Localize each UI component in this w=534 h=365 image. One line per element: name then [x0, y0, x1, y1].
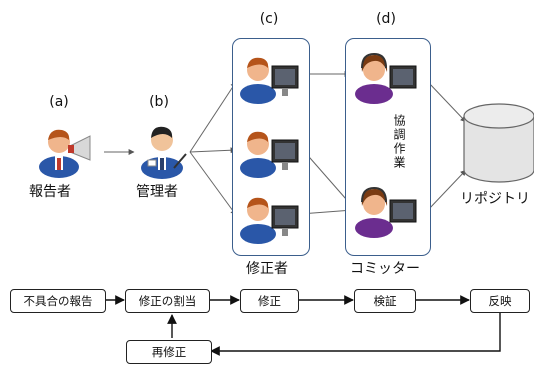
committer-label: コミッター: [350, 261, 420, 277]
process-verify-box: 検証: [354, 289, 416, 313]
fixer-icon-2: [240, 131, 299, 178]
arrow-fixer2-committer2: [302, 149, 354, 208]
process-reflect-box: 反映: [470, 289, 530, 313]
committer-icon-2: [355, 186, 417, 238]
label-a: (a): [49, 94, 69, 110]
repository-cylinder: [463, 103, 534, 183]
process-report-box: 不具合の報告: [10, 289, 106, 313]
fixer-icon-1: [240, 57, 299, 104]
label-d: (d): [376, 11, 396, 27]
arrow-manager-fixer1: [189, 81, 237, 153]
reporter-label: 報告者: [29, 184, 71, 200]
arrow-committer1-repo: [427, 81, 467, 123]
manager-label: 管理者: [136, 184, 178, 200]
label-c: (c): [259, 11, 279, 27]
fixer-label: 修正者: [246, 261, 288, 277]
reporter-icon: [39, 129, 91, 178]
label-b: (b): [149, 94, 169, 110]
fixer-icon-3: [240, 197, 299, 244]
arrow-manager-fixer2: [189, 147, 237, 154]
arrow-manager-fixer3: [189, 151, 237, 216]
arrow-committer2-repo: [427, 169, 467, 211]
repository-label: リポジトリ: [460, 191, 530, 207]
process-assign-box: 修正の割当: [125, 289, 210, 313]
process-refix-box: 再修正: [126, 340, 212, 364]
flow-return-line: [210, 312, 501, 356]
manager-icon: [141, 126, 187, 179]
committer-icon-1: [355, 52, 417, 104]
coordination-label: 協調作業: [392, 114, 406, 170]
committer-group-box: [345, 38, 431, 256]
process-fix-box: 修正: [240, 289, 299, 313]
